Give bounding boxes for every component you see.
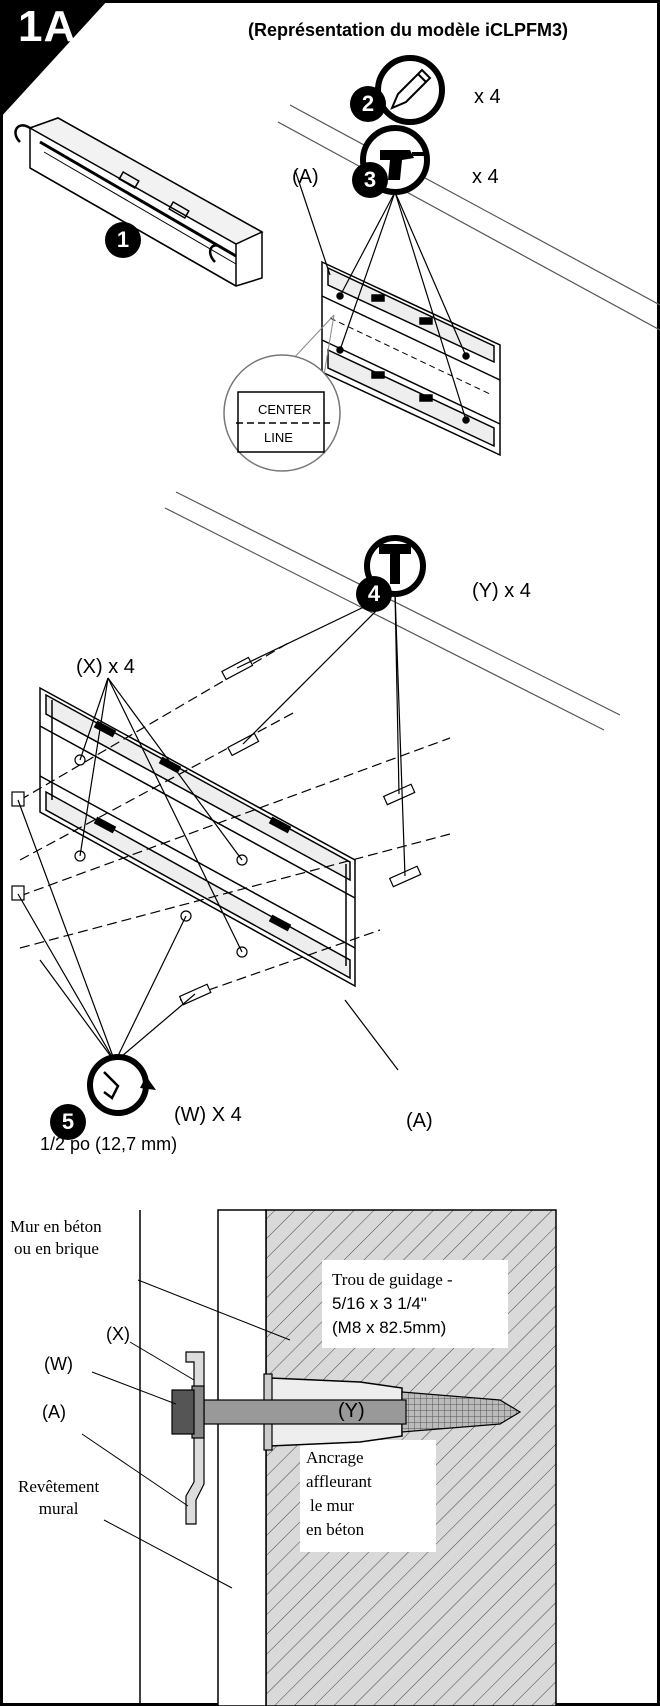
flush-anchor-label: Ancrage affleurant le mur en béton — [306, 1448, 372, 1539]
anchor-bolt-label: (Y) — [338, 1400, 365, 1422]
wall-line — [289, 104, 660, 306]
level-tool — [14, 117, 264, 287]
step-number-5: 5 — [50, 1104, 86, 1140]
lag-bolt-quantity: (Y) x 4 — [472, 580, 531, 602]
step-id: 1A — [18, 2, 77, 51]
step-number-2: 2 — [350, 86, 386, 122]
center-line-magnifier — [223, 314, 341, 472]
wall-type-label: Mur en béton ou en brique — [10, 1217, 102, 1258]
socket-quantity: (W) X 4 — [174, 1104, 242, 1126]
bracket-label-section: (A) — [42, 1402, 66, 1422]
pencil-quantity: x 4 — [474, 86, 501, 108]
pilot-hole-label: Trou de guidage - 5/16 x 3 1/4" (M8 x 82… — [332, 1270, 453, 1337]
bracket-label-bottom: (A) — [406, 1110, 433, 1132]
wall-line — [277, 121, 660, 331]
wall-covering-label: Revêtement mural — [18, 1477, 100, 1518]
page-subtitle: (Représentation du modèle iCLPFM3) — [248, 20, 569, 40]
bracket-label-top: (A) — [292, 166, 319, 188]
center-line-label-top: CENTER — [258, 402, 312, 417]
nut-label: (W) — [44, 1354, 73, 1374]
washer-leaders — [79, 677, 243, 953]
hardware-exploded — [11, 641, 451, 1006]
label-leader — [294, 169, 331, 276]
pencil-icon — [375, 55, 445, 125]
washer-quantity: (X) x 4 — [76, 656, 135, 678]
wall-plate-top — [321, 260, 501, 457]
cross-section — [81, 1209, 557, 1706]
socket-size-label: 1/2 po (12,7 mm) — [40, 1134, 178, 1154]
socket-leaders — [17, 799, 196, 1063]
step-number-1: 1 — [105, 222, 141, 258]
wall-line — [164, 507, 605, 731]
socket-wrench-icon — [87, 1054, 156, 1116]
label-leader — [344, 999, 399, 1071]
center-line-label-bottom: LINE — [264, 430, 293, 445]
washer-label: (X) — [106, 1324, 130, 1344]
drill-leaders — [339, 191, 467, 421]
step-number-3: 3 — [352, 162, 388, 198]
wall-line — [175, 491, 621, 716]
wall-plate-middle — [39, 686, 356, 988]
drill-quantity: x 4 — [472, 166, 499, 188]
header-corner — [0, 0, 108, 118]
step-number-4: 4 — [356, 576, 392, 612]
